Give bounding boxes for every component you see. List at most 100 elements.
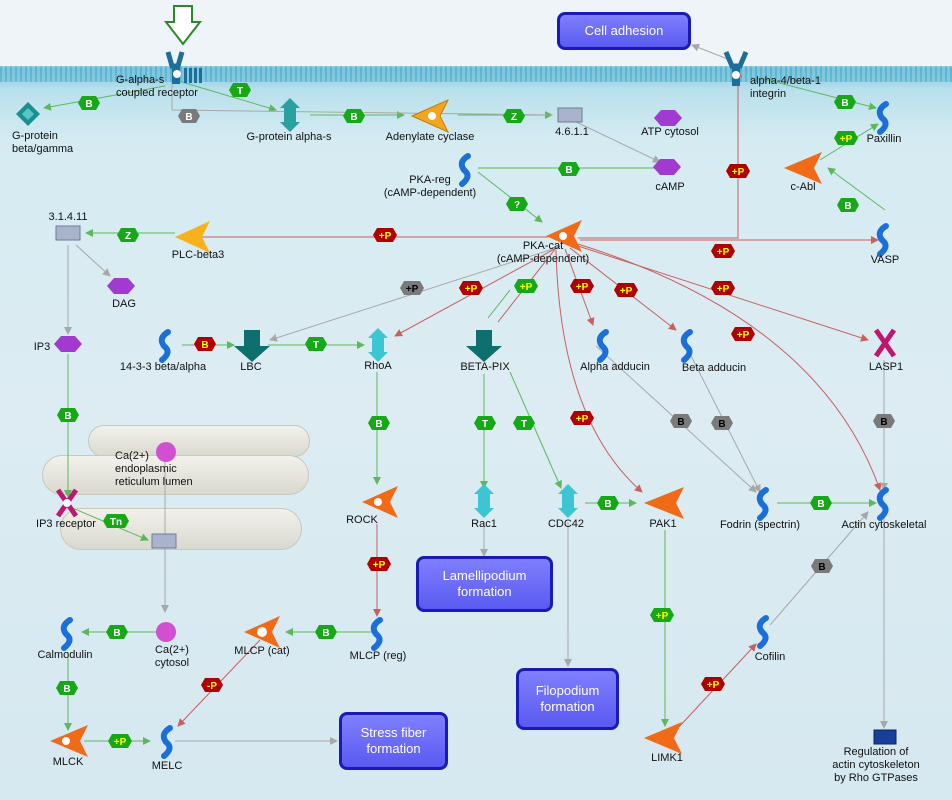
filopodium-formation-box[interactable]: Filopodium formation [516, 668, 619, 730]
svg-text:Z: Z [511, 112, 517, 123]
beta-pix-label: BETA-PIX [460, 361, 510, 373]
pak1-icon[interactable] [644, 487, 684, 519]
svg-text:+P: +P [717, 247, 730, 258]
cofilin-label: Cofilin [754, 651, 786, 663]
svg-text:+P: +P [576, 414, 589, 425]
paxillin-label: Paxillin [866, 133, 902, 145]
mlcp-reg-label: MLCP (reg) [349, 650, 407, 662]
pak1-label: PAK1 [649, 518, 677, 530]
mlck-icon[interactable] [50, 725, 88, 757]
ca-cytosol-icon[interactable] [156, 622, 176, 642]
badge-binding: B [711, 416, 733, 430]
cdc42-icon[interactable] [558, 484, 578, 518]
svg-text:+P: +P [465, 284, 478, 295]
rock-icon[interactable] [362, 486, 398, 518]
camp-icon[interactable] [653, 159, 681, 175]
c-abl-icon[interactable] [784, 152, 822, 184]
mlcp-cat-icon[interactable] [244, 616, 280, 648]
svg-text:+P: +P [717, 284, 730, 295]
beta-adducin-icon[interactable] [680, 329, 693, 363]
enzyme-4611-icon[interactable] [557, 107, 583, 123]
ip3-icon[interactable] [54, 336, 82, 352]
badge-binding: B [315, 625, 337, 639]
badge-transcription: Tn [103, 514, 129, 528]
stress-fiber-formation-box[interactable]: Stress fiber formation [339, 712, 448, 770]
gprotein-as-label: G-protein alpha-s [246, 131, 332, 143]
svg-text:B: B [818, 562, 825, 573]
badge-phosphorylation: +P [570, 411, 594, 425]
svg-text:B: B [844, 201, 851, 212]
badge-transformation: T [229, 83, 251, 97]
beta-pix-icon[interactable] [466, 330, 502, 362]
badge-phosphorylation: +P [514, 279, 538, 293]
regulation-node-icon[interactable] [873, 729, 897, 745]
vasp-icon[interactable] [876, 223, 889, 257]
badge-binding: B [57, 408, 79, 422]
paxillin-icon[interactable] [876, 101, 889, 135]
badge-phosphorylation: +P [701, 677, 725, 691]
svg-text:+P: +P [656, 611, 669, 622]
atp-cytosol-icon[interactable] [654, 110, 682, 126]
badge-binding: B [837, 198, 859, 212]
ip3-receptor-icon[interactable] [55, 488, 79, 518]
ca-er-icon[interactable] [156, 442, 176, 462]
badge-phosphorylation: +P [731, 327, 755, 341]
integrin-receptor-icon[interactable] [723, 51, 749, 86]
lasp1-icon[interactable] [873, 328, 897, 358]
plc-beta3-icon[interactable] [175, 221, 210, 253]
g-protein-beta-gamma-icon[interactable] [16, 102, 40, 126]
rac1-icon[interactable] [474, 484, 494, 518]
svg-text:+P: +P [737, 330, 750, 341]
ca-cytosol-label: Ca(2+) cytosol [154, 644, 190, 669]
badge-binding: B [811, 559, 833, 573]
badge-binding: B [368, 416, 390, 430]
svg-text:T: T [237, 86, 243, 97]
badge-phosphorylation: +P [711, 244, 735, 258]
actin-icon[interactable] [876, 487, 889, 521]
14-3-3-icon[interactable] [158, 329, 171, 363]
badge-binding: B [106, 625, 128, 639]
calmodulin-icon[interactable] [60, 617, 73, 651]
svg-text:Tn: Tn [110, 517, 122, 528]
rhoa-label: RhoA [364, 360, 392, 372]
badge-catalysis: Z [117, 228, 139, 242]
badge-binding: B [343, 109, 365, 123]
fodrin-icon[interactable] [756, 487, 769, 521]
pka-cat-icon[interactable] [546, 220, 582, 252]
svg-text:+P: +P [520, 282, 533, 293]
cofilin-icon[interactable] [756, 615, 769, 649]
endoplasmic-reticulum-fold-2 [42, 455, 309, 495]
limk1-icon[interactable] [644, 722, 682, 754]
melc-icon[interactable] [160, 725, 173, 759]
badge-phosphorylation: +P [108, 734, 132, 748]
camp-label: cAMP [655, 181, 685, 193]
alpha-adducin-icon[interactable] [596, 329, 609, 363]
endoplasmic-reticulum-fold-3 [60, 508, 302, 550]
svg-text:B: B [841, 98, 848, 109]
pka-reg-icon[interactable] [458, 153, 471, 187]
lbc-icon[interactable] [234, 330, 270, 362]
badge-binding: B [810, 496, 832, 510]
rhoa-icon[interactable] [368, 328, 388, 362]
enzyme-4611-label: 4.6.1.1 [555, 126, 589, 138]
ligand-arrow-icon [163, 5, 203, 46]
dag-icon[interactable] [107, 278, 135, 294]
receptor-icon[interactable] [165, 51, 202, 84]
pka-reg-label: PKA-reg (cAMP-dependent) [383, 174, 477, 199]
badge-binding: B [597, 496, 619, 510]
badge-binding: B [78, 96, 100, 110]
cell-adhesion-box[interactable]: Cell adhesion [557, 12, 691, 50]
enzyme-31411-icon[interactable] [55, 225, 81, 241]
g-protein-alpha-s-icon[interactable] [280, 98, 300, 132]
actin-label: Actin cytoskeletal [841, 519, 927, 531]
svg-text:B: B [322, 628, 329, 639]
dag-label: DAG [112, 298, 136, 310]
adenylate-cyclase-icon[interactable] [410, 98, 450, 134]
mlcp-reg-icon[interactable] [370, 617, 383, 651]
atp-label: ATP cytosol [641, 126, 699, 138]
svg-text:+P: +P [114, 737, 127, 748]
lamellipodium-formation-box[interactable]: Lamellipodium formation [416, 556, 553, 612]
svg-text:-P: -P [207, 681, 217, 692]
